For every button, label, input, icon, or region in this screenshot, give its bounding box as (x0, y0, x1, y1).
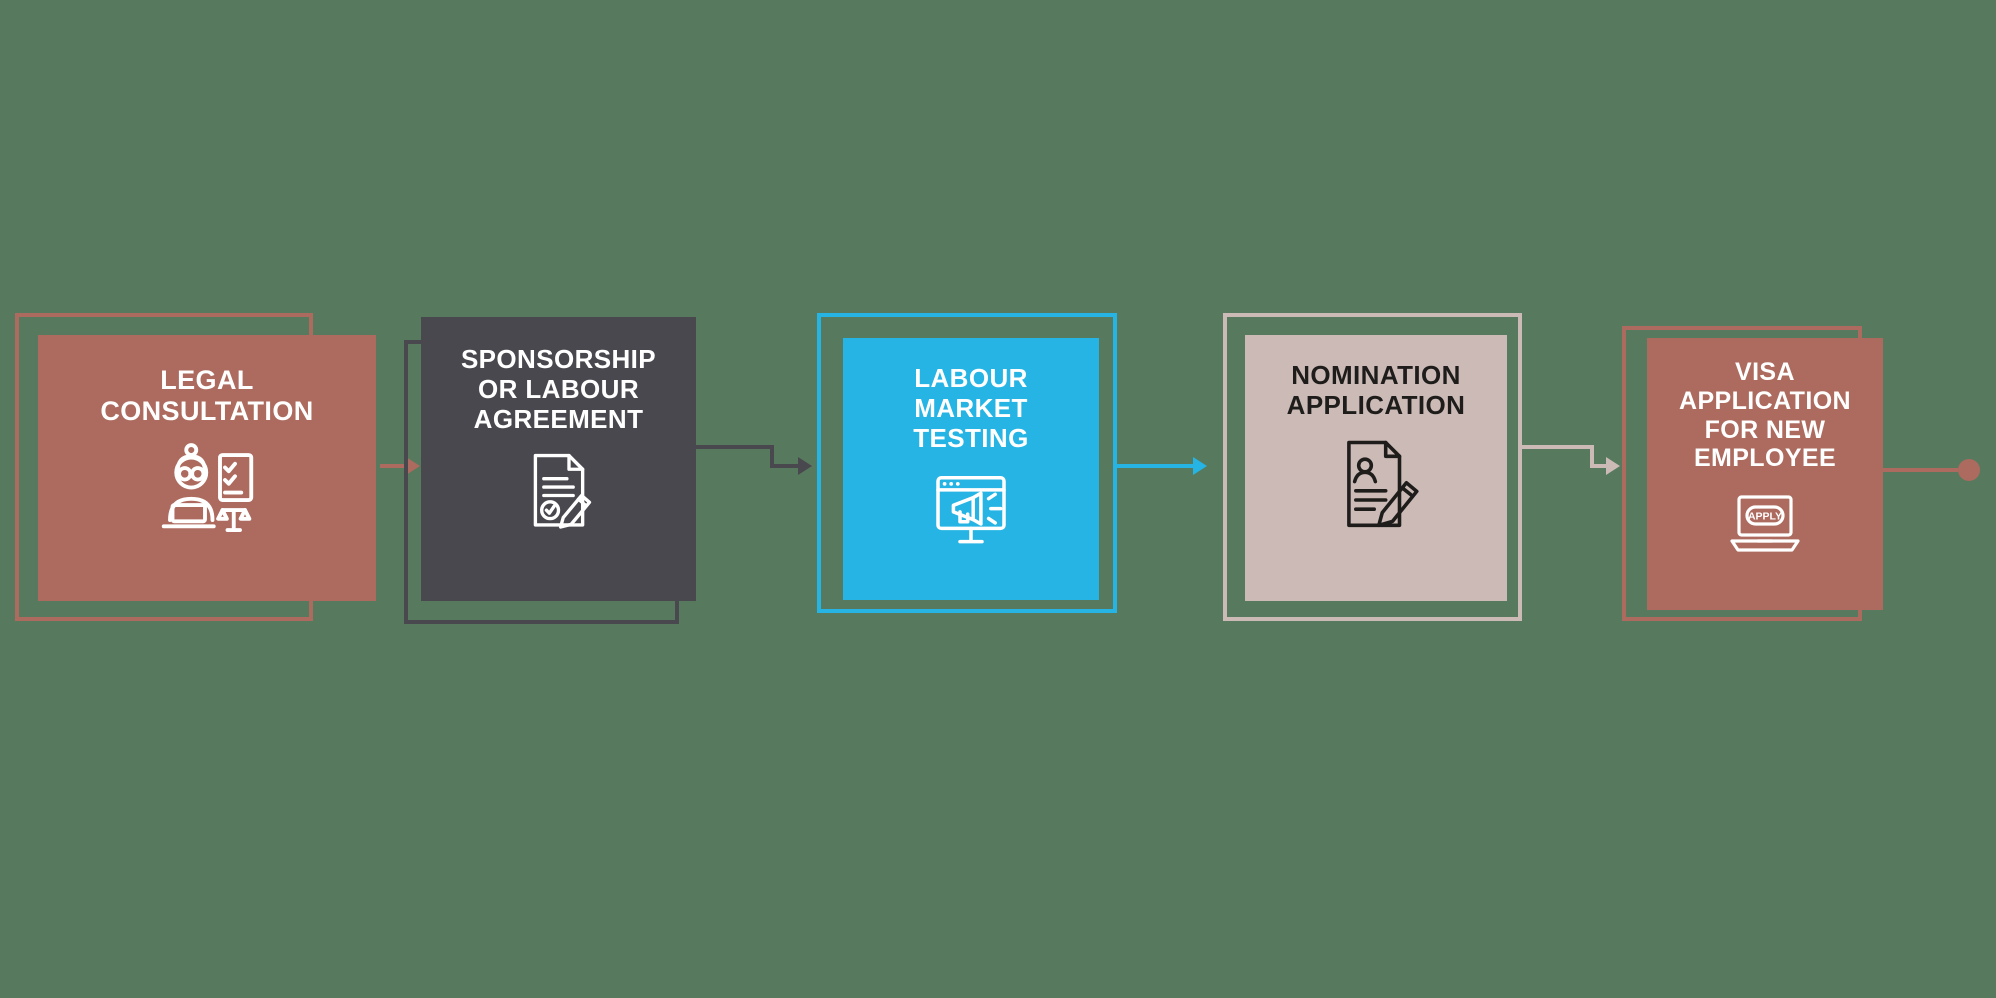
connector-step4-step5 (1522, 445, 1620, 475)
step-5-title: VISA APPLICATION FOR NEW EMPLOYEE (1679, 358, 1851, 473)
market-announcement-icon (916, 458, 1026, 568)
step-4-title: NOMINATION APPLICATION (1286, 360, 1466, 420)
terminal-dot (1958, 459, 1980, 481)
step-3-box: LABOUR MARKET TESTING (843, 338, 1099, 600)
laptop-apply-icon: APPLY (1715, 477, 1815, 577)
step-4-outline (1223, 313, 1522, 621)
step-3-title: LABOUR MARKET TESTING (913, 363, 1029, 453)
step-1-box: LEGAL CONSULTATION (38, 335, 376, 601)
arrowhead-2 (798, 457, 812, 475)
agreement-document-icon (506, 443, 611, 548)
step-2-title: SPONSORSHIP OR LABOUR AGREEMENT (460, 344, 657, 434)
step-1-title: LEGAL CONSULTATION (100, 365, 314, 427)
legal-consultation-icon (145, 435, 270, 560)
nomination-document-icon (1319, 431, 1434, 546)
connector-step5-end (1883, 459, 1980, 481)
step-3-outline (817, 313, 1117, 613)
apply-button-label: APPLY (1748, 511, 1782, 523)
connector-step2-step3 (696, 445, 812, 475)
step-4-box: NOMINATION APPLICATION (1245, 335, 1507, 601)
arrowhead-4 (1606, 457, 1620, 475)
arrowhead-3 (1193, 457, 1207, 475)
connector-step3-step4 (1117, 457, 1207, 475)
step-2-box: SPONSORSHIP OR LABOUR AGREEMENT (421, 317, 696, 601)
step-5-box: VISA APPLICATION FOR NEW EMPLOYEE APPLY (1647, 338, 1883, 610)
